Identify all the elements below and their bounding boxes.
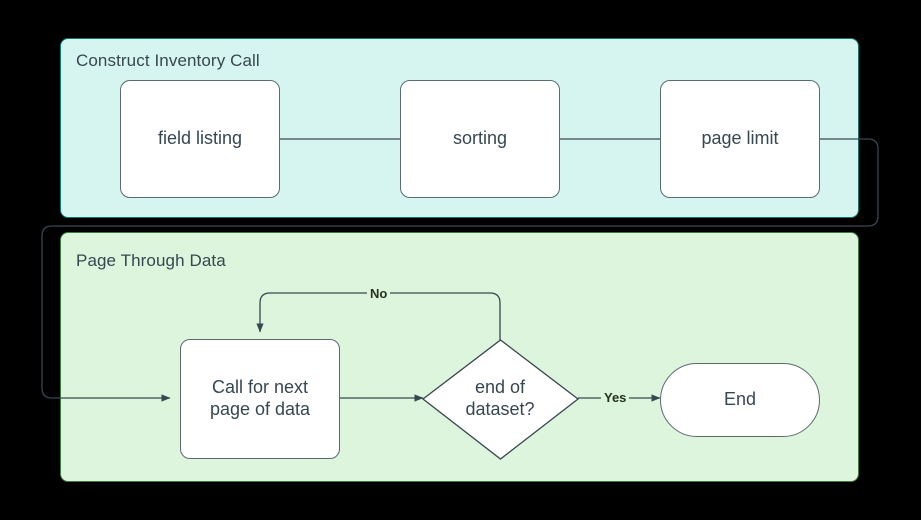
node-field-listing-label: field listing bbox=[157, 128, 243, 149]
node-call-next-page-label-line2: page of data bbox=[209, 399, 311, 419]
node-field-listing[interactable]: field listing bbox=[120, 80, 280, 198]
node-call-next-page-label-line1: Call for next bbox=[211, 377, 309, 398]
group-label-construct-inventory-call: Construct Inventory Call bbox=[76, 51, 260, 70]
node-end-of-dataset-shape[interactable] bbox=[421, 339, 580, 460]
node-end-label: End bbox=[723, 389, 757, 410]
group-label-page-through-data: Page Through Data bbox=[76, 251, 226, 270]
node-sorting-label: sorting bbox=[452, 128, 508, 149]
edge-label-no: No bbox=[367, 286, 391, 301]
node-sorting[interactable]: sorting bbox=[400, 80, 560, 198]
node-page-limit-label: page limit bbox=[701, 128, 779, 149]
edge-label-yes: Yes bbox=[601, 390, 630, 405]
node-end[interactable]: End bbox=[660, 363, 820, 437]
node-page-limit[interactable]: page limit bbox=[660, 80, 820, 198]
edge-page-limit-to-call-next-page bbox=[41, 138, 879, 402]
node-call-next-page[interactable]: Call for next page of data bbox=[180, 339, 340, 459]
